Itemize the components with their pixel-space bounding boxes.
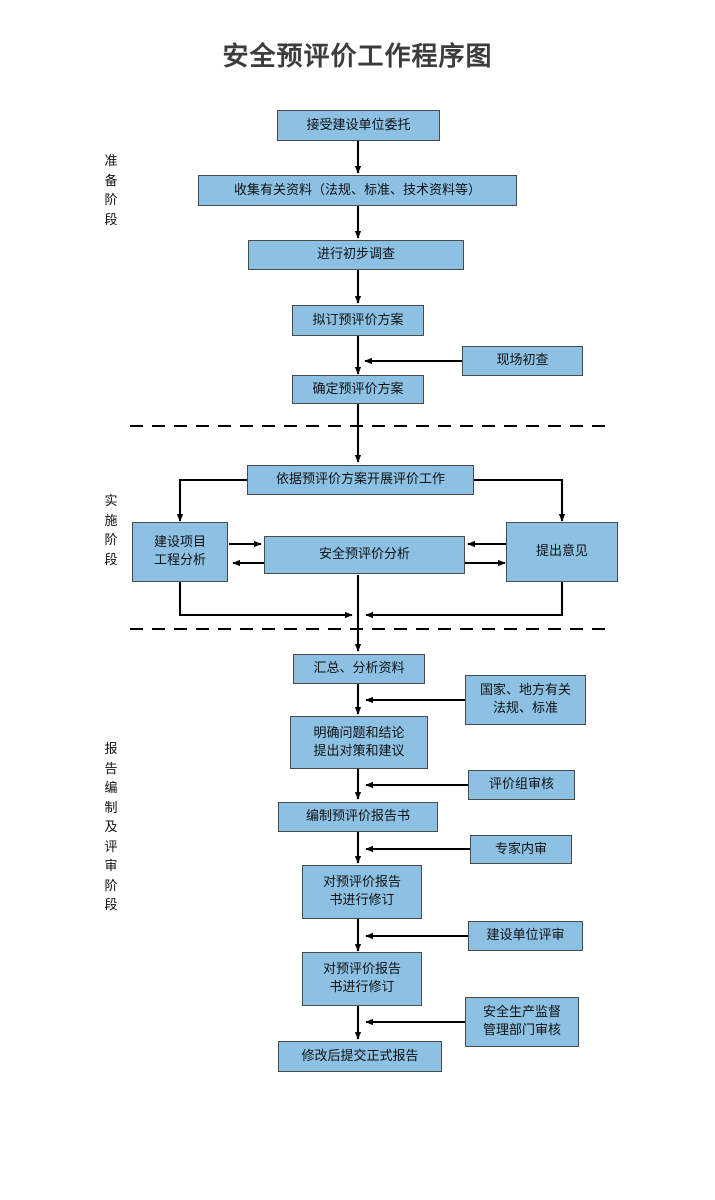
node-expert-internal-review[interactable]: 专家内审 [470, 835, 572, 864]
node-review-group-label: 评价组审核 [488, 777, 554, 793]
node-construction-unit-review-label: 建设单位评审 [486, 928, 565, 944]
node-collect-data-label: 收集有关资料（法规、标准、技术资料等） [233, 182, 481, 198]
stage-label-preparation-text: 准备阶段 [104, 154, 118, 228]
stage-label-preparation: 准备阶段 [100, 152, 122, 230]
stage-label-reporting: 报告编制及评审阶段 [100, 740, 122, 916]
node-accept-commission-label: 接受建设单位委托 [306, 117, 411, 133]
node-submit-final-report[interactable]: 修改后提交正式报告 [278, 1041, 442, 1072]
node-safety-pre-evaluation-analysis-label: 安全预评价分析 [318, 547, 410, 563]
node-site-survey-label: 现场初查 [496, 353, 549, 369]
stage-label-reporting-text: 报告编制及评审阶段 [104, 742, 118, 913]
node-revise-report-1-label: 对预评价报告 书进行修订 [322, 875, 401, 908]
node-draft-plan-label: 拟订预评价方案 [312, 312, 404, 328]
node-revise-report-1[interactable]: 对预评价报告 书进行修订 [302, 865, 422, 919]
node-carry-out-evaluation[interactable]: 依据预评价方案开展评价工作 [247, 465, 474, 495]
node-clarify-conclusions-label: 明确问题和结论 提出对策和建议 [313, 725, 405, 759]
node-site-survey[interactable]: 现场初查 [462, 346, 583, 376]
node-confirm-plan-label: 确定预评价方案 [312, 381, 404, 397]
node-safety-bureau-review-label: 安全生产监督 管理部门审核 [482, 1005, 561, 1038]
node-project-engineering-analysis[interactable]: 建设项目 工程分析 [132, 522, 228, 582]
node-propose-opinions[interactable]: 提出意见 [506, 522, 618, 582]
node-construction-unit-review[interactable]: 建设单位评审 [468, 921, 583, 951]
node-revise-report-2-label: 对预评价报告 书进行修订 [322, 962, 401, 995]
node-clarify-conclusions[interactable]: 明确问题和结论 提出对策和建议 [290, 716, 428, 769]
page-title: 安全预评价工作程序图 [222, 42, 493, 72]
node-propose-opinions-label: 提出意见 [535, 544, 588, 560]
node-compile-report[interactable]: 编制预评价报告书 [278, 802, 438, 832]
node-summarize-analyze-label: 汇总、分析资料 [313, 661, 405, 677]
node-national-local-regs[interactable]: 国家、地方有关 法规、标准 [465, 675, 586, 725]
node-safety-bureau-review[interactable]: 安全生产监督 管理部门审核 [465, 997, 579, 1047]
node-review-group[interactable]: 评价组审核 [468, 770, 575, 800]
node-draft-plan[interactable]: 拟订预评价方案 [292, 305, 424, 336]
node-carry-out-evaluation-label: 依据预评价方案开展评价工作 [275, 472, 445, 488]
node-national-local-regs-label: 国家、地方有关 法规、标准 [479, 683, 571, 716]
node-compile-report-label: 编制预评价报告书 [305, 809, 410, 825]
node-confirm-plan[interactable]: 确定预评价方案 [292, 375, 424, 404]
node-project-engineering-analysis-label: 建设项目 工程分析 [153, 535, 206, 568]
node-summarize-analyze[interactable]: 汇总、分析资料 [293, 654, 425, 684]
node-revise-report-2[interactable]: 对预评价报告 书进行修订 [302, 952, 422, 1006]
node-preliminary-survey[interactable]: 进行初步调查 [248, 240, 464, 270]
node-safety-pre-evaluation-analysis[interactable]: 安全预评价分析 [264, 536, 465, 574]
stage-label-implementation: 实施阶段 [100, 492, 122, 570]
node-collect-data[interactable]: 收集有关资料（法规、标准、技术资料等） [198, 175, 517, 206]
node-preliminary-survey-label: 进行初步调查 [316, 247, 395, 263]
stage-label-implementation-text: 实施阶段 [104, 494, 118, 568]
node-expert-internal-review-label: 专家内审 [494, 841, 547, 857]
node-accept-commission[interactable]: 接受建设单位委托 [277, 110, 440, 141]
node-submit-final-report-label: 修改后提交正式报告 [301, 1048, 419, 1064]
